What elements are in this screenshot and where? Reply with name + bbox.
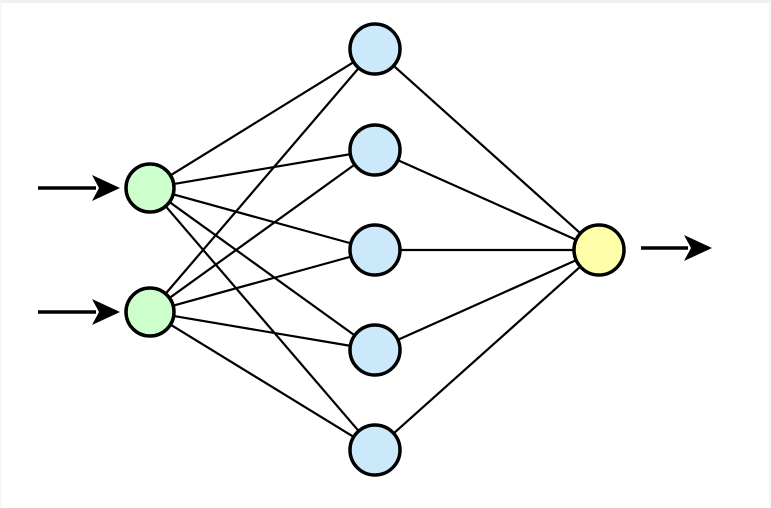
output-arrow-head [684,235,712,261]
edge-i2-to-h3 [171,255,353,307]
node-h4-hidden[interactable] [348,323,402,377]
input-arrow-top-head [92,175,120,201]
edge-i1-to-h5 [164,204,361,433]
edges-group [164,60,582,439]
edge-i1-to-h2 [172,152,352,186]
arrows-group [38,175,712,325]
input-arrow-bottom-head [92,299,120,325]
node-h3-hidden[interactable] [348,223,402,277]
node-i2-input[interactable] [124,286,176,338]
node-h1-hidden[interactable] [348,22,402,76]
node-i1-input[interactable] [124,162,176,214]
edge-i2-to-h1 [164,66,361,296]
edge-i1-to-h3 [171,193,353,245]
edge-h1-to-o1 [392,64,582,235]
edge-i1-to-h4 [168,200,357,337]
edge-h2-to-o1 [396,158,578,242]
nodes-group [124,22,626,477]
edge-i2-to-h5 [169,323,356,439]
node-o1-output[interactable] [572,223,626,277]
edge-i1-to-h1 [168,60,356,177]
edge-i2-to-h4 [172,314,352,348]
edge-i2-to-h2 [168,163,357,300]
edge-h5-to-o1 [392,265,582,435]
node-h2-hidden[interactable] [348,123,402,177]
edge-h4-to-o1 [396,258,578,342]
node-h5-hidden[interactable] [348,423,402,477]
